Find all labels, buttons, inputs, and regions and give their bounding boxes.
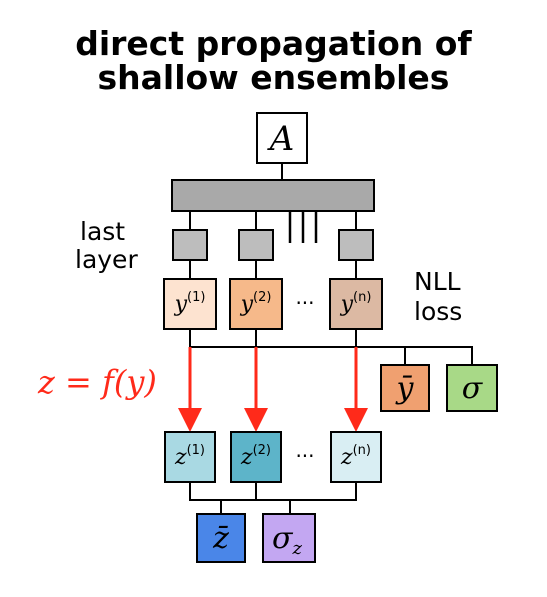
y-mean-label: ȳ bbox=[395, 371, 415, 406]
z-node-n-box bbox=[330, 431, 382, 483]
y-node-n-box bbox=[329, 278, 383, 330]
last-layer-label-line-1: last bbox=[80, 217, 125, 246]
title-line-1: direct propagation of bbox=[75, 24, 472, 63]
z-node-2-box bbox=[230, 431, 282, 483]
z-node-1-label: z(1) bbox=[174, 443, 205, 470]
input-a-label: A bbox=[267, 119, 295, 159]
nll-loss-label-line-2: loss bbox=[414, 297, 462, 326]
title-line-2: shallow ensembles bbox=[97, 58, 450, 97]
hidden-layer-bar bbox=[171, 179, 375, 212]
y-node-n-label: y(n) bbox=[340, 290, 372, 317]
z-node-1-box bbox=[164, 431, 216, 483]
last-layer-box-n bbox=[338, 229, 374, 261]
z-sigma-box bbox=[262, 513, 316, 563]
last-layer-label-line-2: layer bbox=[75, 245, 138, 274]
nll-loss-label-line-1: NLL bbox=[414, 267, 461, 296]
z-sigma-label: σz bbox=[272, 521, 302, 559]
y-node-2-label: y(2) bbox=[240, 290, 272, 317]
last-layer-box-1 bbox=[172, 229, 208, 261]
y-mean-box bbox=[380, 364, 430, 412]
y-ellipsis: ··· bbox=[295, 291, 314, 315]
last-layer-box-2 bbox=[238, 229, 274, 261]
y-sigma-box bbox=[446, 364, 498, 412]
y-sigma-label: σ bbox=[462, 371, 484, 406]
z-mean-box bbox=[196, 513, 246, 563]
y-node-1-label: y(1) bbox=[174, 290, 206, 317]
mapping-label: z = f(y) bbox=[37, 363, 157, 401]
z-node-2-label: z(2) bbox=[240, 443, 271, 470]
z-node-n-label: z(n) bbox=[340, 443, 371, 470]
z-mean-label: z̄ bbox=[212, 521, 229, 556]
z-ellipsis: ··· bbox=[295, 444, 314, 468]
y-node-2-box bbox=[229, 278, 283, 330]
